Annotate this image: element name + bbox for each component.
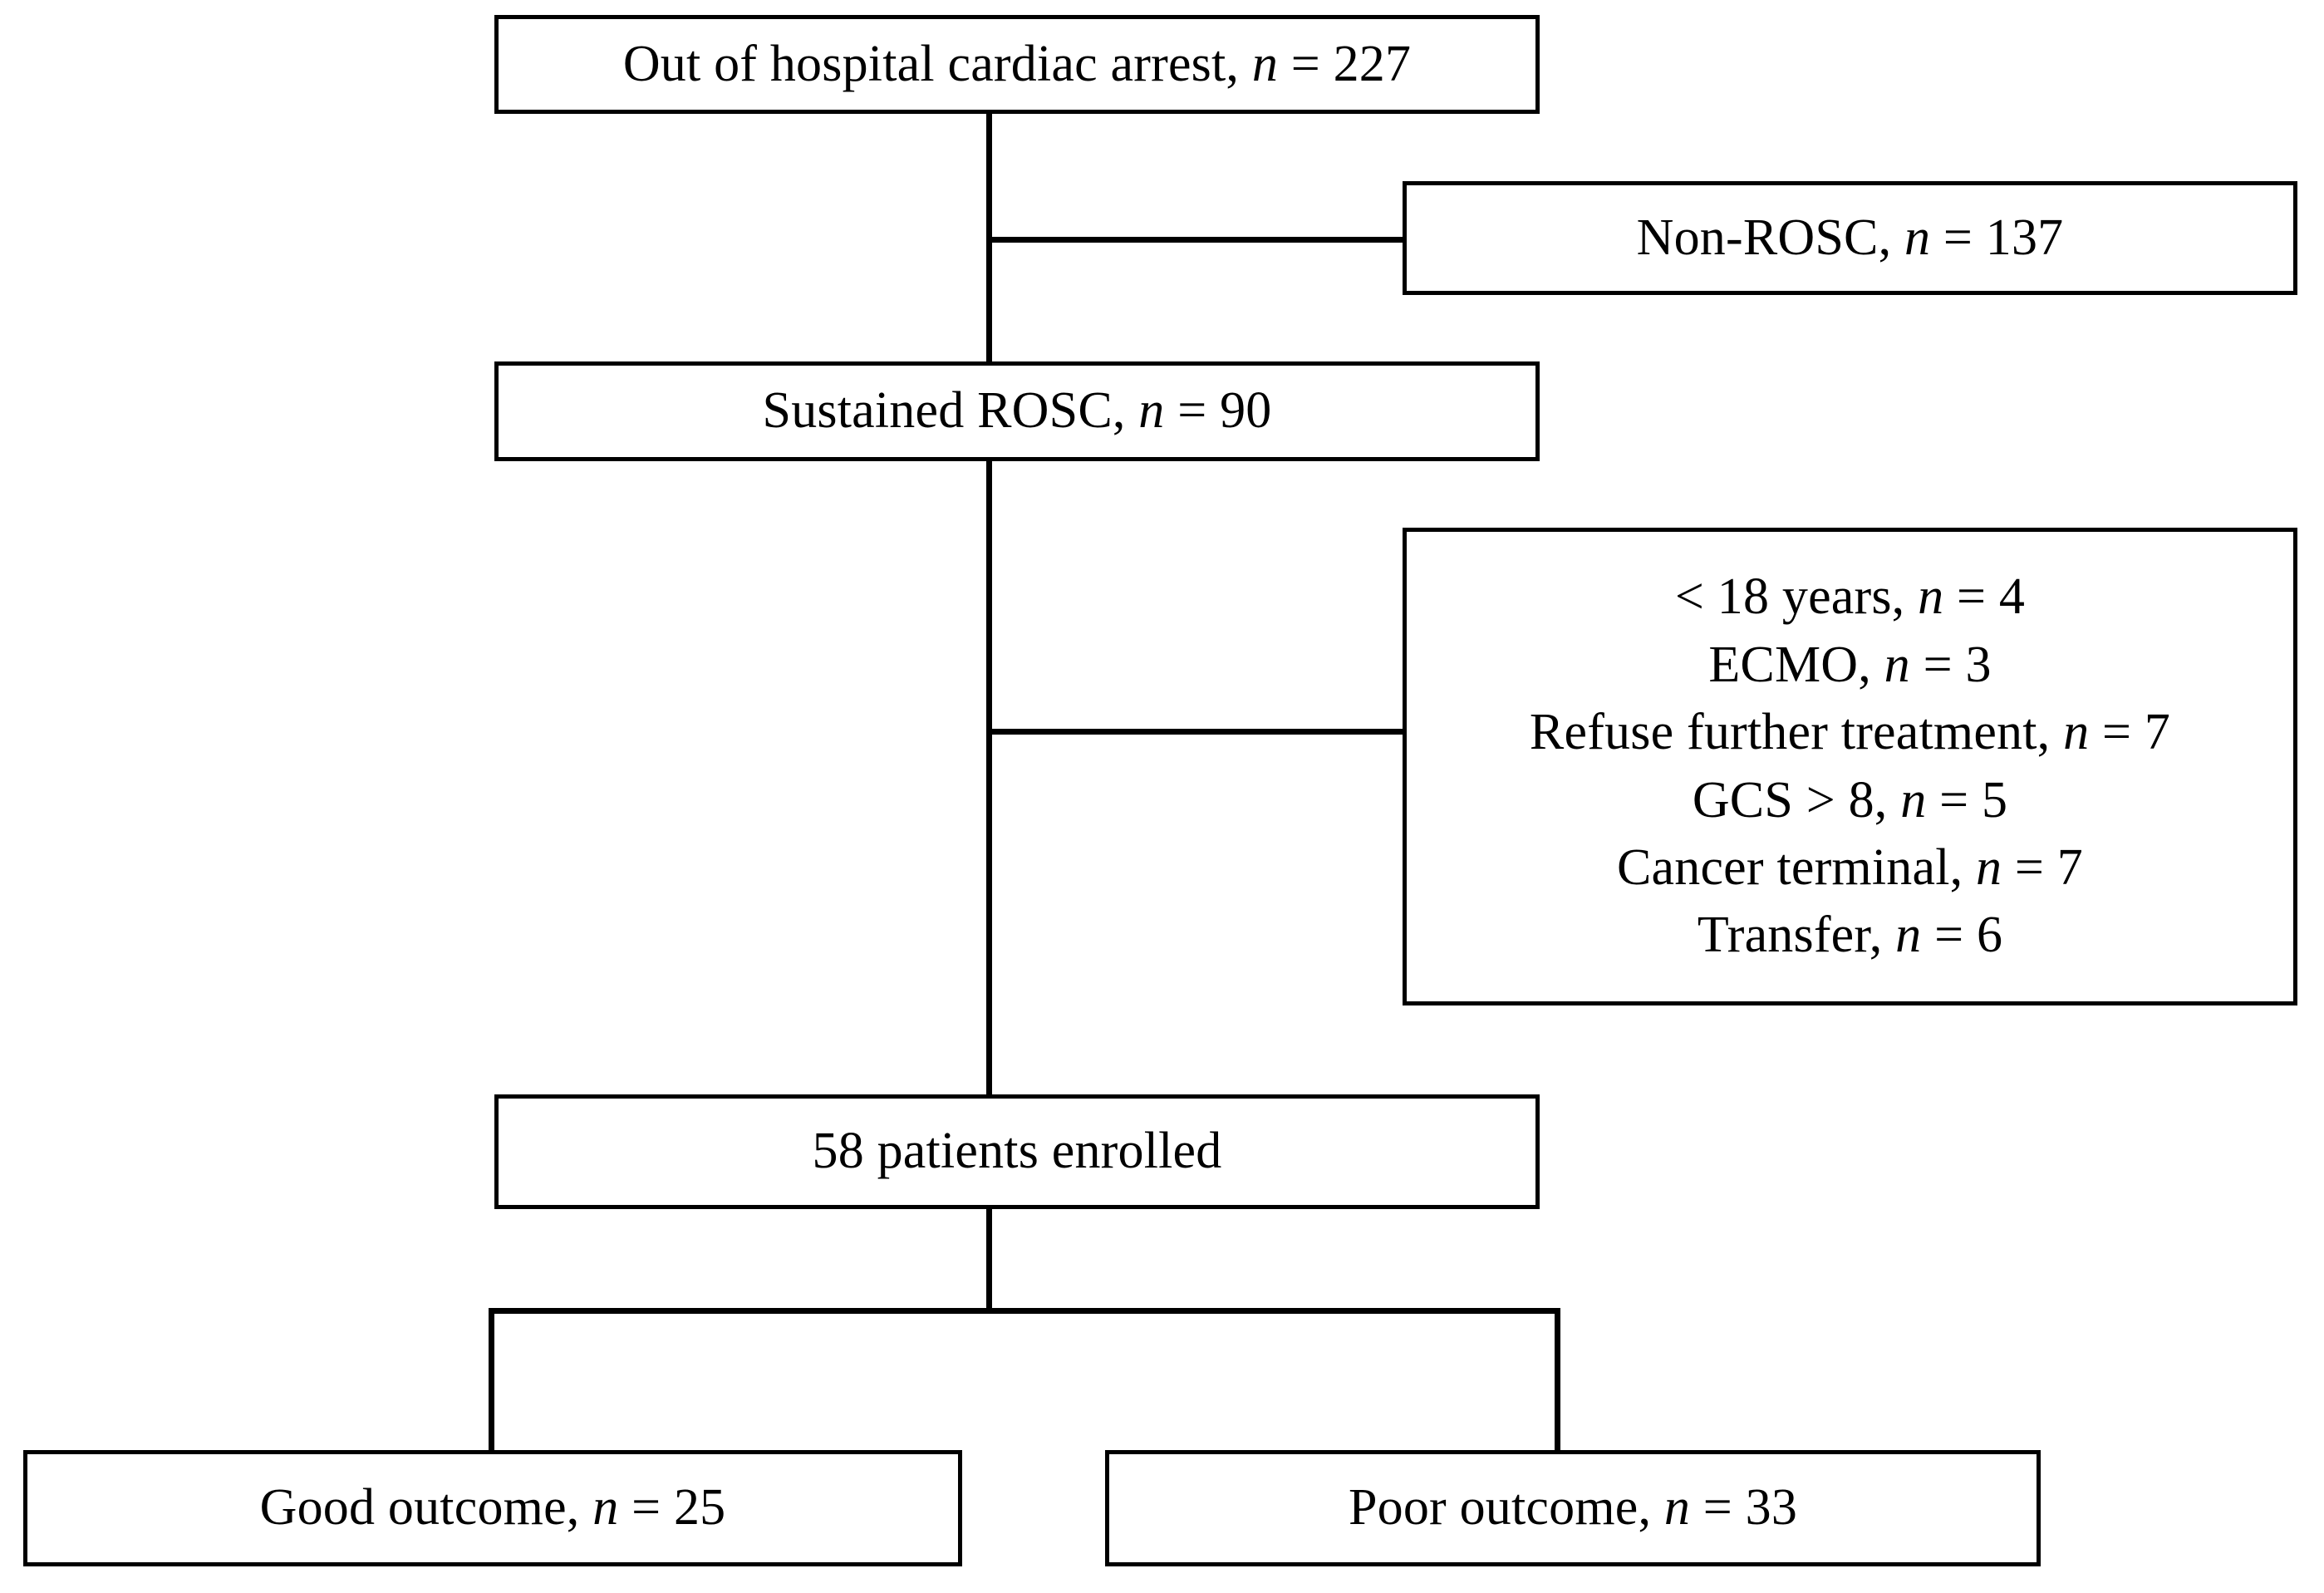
connector-branch-non-rosc <box>986 237 1405 243</box>
node-label-line: Out of hospital cardiac arrest, n = 227 <box>622 35 1412 92</box>
node-label-line: Sustained ROSC, n = 90 <box>762 382 1272 440</box>
node-poor-outcome: Poor outcome, n = 33 <box>1105 1450 2041 1566</box>
node-label-line: Good outcome, n = 25 <box>259 1479 726 1536</box>
node-label-line: Non-ROSC, n = 137 <box>1636 209 2064 266</box>
node-good-outcome: Good outcome, n = 25 <box>23 1450 962 1566</box>
connector-stem-enrolled-to-split <box>986 1207 992 1314</box>
node-out-of-hospital-cardiac-arrest: Out of hospital cardiac arrest, n = 227 <box>494 15 1540 114</box>
italic-n-symbol: n <box>1663 1479 1691 1536</box>
italic-n-symbol: n <box>1918 568 1944 626</box>
italic-n-symbol: n <box>1251 35 1279 92</box>
connector-stem-rosc-to-enrolled <box>986 460 992 1098</box>
node-label-line: Poor outcome, n = 33 <box>1348 1479 1798 1536</box>
italic-n-symbol: n <box>1895 907 1922 964</box>
node-patients-enrolled: 58 patients enrolled <box>494 1094 1540 1209</box>
node-exclusion-criteria: < 18 years, n = 4 ECMO, n = 3 Refuse fur… <box>1403 528 2297 1005</box>
connector-drop-poor-outcome <box>1555 1308 1560 1452</box>
exclusion-line-cancer-terminal: Cancer terminal, n = 7 <box>1616 838 2084 896</box>
exclusion-line-refuse-treatment: Refuse further treatment, n = 7 <box>1529 704 2171 761</box>
italic-n-symbol: n <box>1884 636 1910 693</box>
exclusion-line-under-18: < 18 years, n = 4 <box>1674 568 2026 626</box>
italic-n-symbol: n <box>1138 382 1165 440</box>
italic-n-symbol: n <box>1900 771 1927 828</box>
node-non-rosc: Non-ROSC, n = 137 <box>1403 181 2297 295</box>
italic-n-symbol: n <box>1976 838 2002 896</box>
node-sustained-rosc: Sustained ROSC, n = 90 <box>494 361 1540 461</box>
connector-branch-exclusions <box>986 729 1405 735</box>
exclusion-line-ecmo: ECMO, n = 3 <box>1708 636 1992 693</box>
connector-split-bar <box>489 1308 1560 1314</box>
connector-drop-good-outcome <box>489 1308 494 1452</box>
italic-n-symbol: n <box>2063 704 2090 761</box>
node-label-line: 58 patients enrolled <box>812 1123 1222 1180</box>
exclusion-line-transfer: Transfer, n = 6 <box>1697 907 2003 964</box>
italic-n-symbol: n <box>1904 209 1931 266</box>
exclusion-line-gcs: GCS > 8, n = 5 <box>1692 771 2008 828</box>
italic-n-symbol: n <box>592 1479 619 1536</box>
